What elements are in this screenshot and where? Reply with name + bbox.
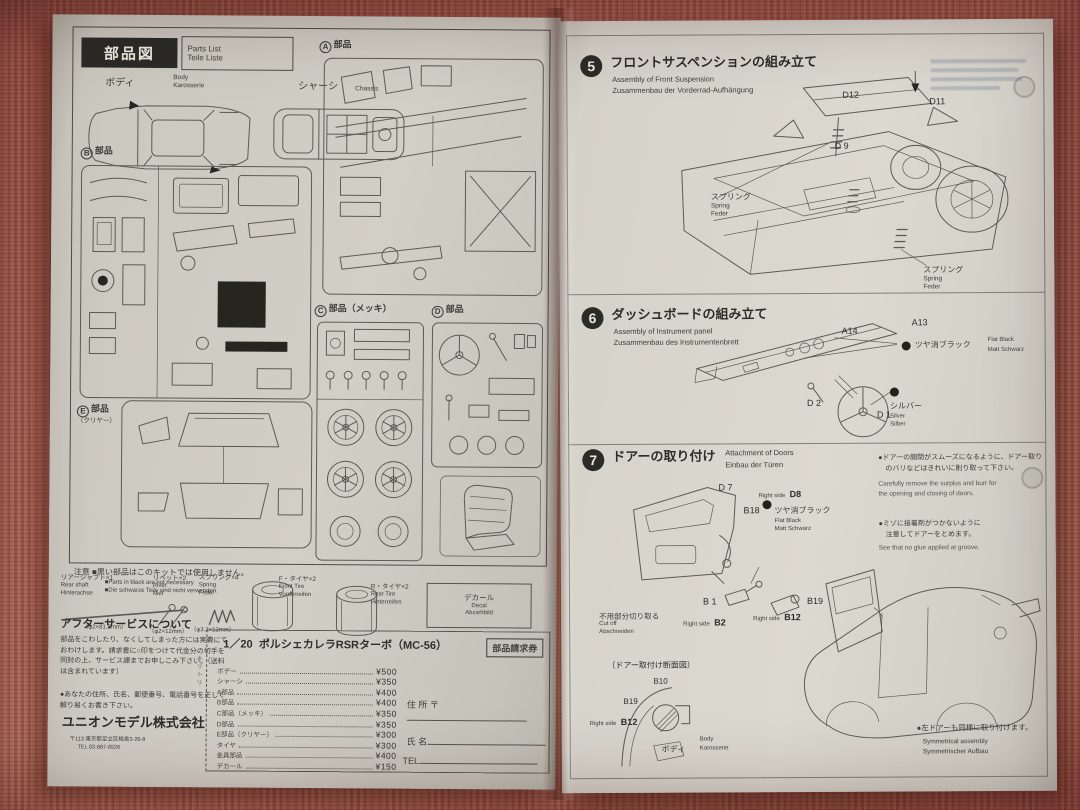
step7-note1: ●ドアーの開閉がスムーズになるように、ドアー取り のバリなどはきれいに削り取って… [878,453,1043,498]
company-name: ユニオンモデル株式会社 [61,714,205,731]
company-tel: TEL 03-887-6526 [77,744,121,751]
after-service-heading: アフターサービスについて [60,618,192,632]
step5-spring-label-right: スプリング Spring Feder [923,265,964,291]
step7-body-jp: ボディ [661,744,686,754]
company-address: 〒113 東京都足立区梅島3-26-8 [69,736,146,743]
parts-list-title-jp: 部品図 [81,37,178,69]
step6-label-a13: A13 [911,317,928,328]
front-tire-labels: F・タイヤ×2 Front Tire Vorderreifen [278,575,316,598]
price-list: ボデー¥500 シャーシ¥350 A部品¥400 B部品¥400 C部品（メッキ… [216,664,397,771]
step7-title-jp: ドアーの取り付け [612,448,716,465]
step7-door-panel-drawing [633,487,736,584]
rivet-drawing [157,603,188,628]
cut-line-label: キリトリ [195,655,202,688]
step7-label-b2: Right side B2 [683,617,726,628]
step6-dashboard-drawing [694,323,898,438]
left-page: 部品図 Parts List Teile Liste ボディ Body Karo… [47,14,561,790]
rear-shaft-labels: リアーシャフト×1 Rear shaft Hinterachse [60,574,114,597]
step7-label-b19b: B19 [623,696,638,706]
step6-flat-black-de: Matt Schwarz [987,346,1025,354]
parts-list-panel: 部品図 Parts List Teile Liste ボディ Body Karo… [68,26,551,567]
spring-part-labels: スプリング×4 Spring Feder [198,574,239,597]
step7-car-body-drawing [803,569,1041,739]
sprue-c-drawing [315,321,425,562]
price-row: E部品（クリヤー）¥300 [216,729,397,740]
front-tire-drawing [251,581,294,632]
step7-label-b10: B10 [653,676,668,686]
step7-title-en: Attachment of Doors [725,448,794,458]
address-field: 住 所 〒 [406,700,549,725]
step5-title-jp: フロントサスペンションの組み立て [610,53,818,71]
step7-symmetry-de: Symmetrischer Aufbau [922,748,989,756]
rivet-labels: リベット×2 Rivet Niet [152,574,187,597]
spring-part-drawing [208,609,236,626]
paint-dot-silver-icon [889,387,899,397]
step5-label-d12: D12 [842,89,859,100]
step5-number: 5 [580,55,603,78]
step5-label-d9: D 9 [834,140,849,151]
paint-dot-flat-black-icon [762,500,772,510]
parts-list-title-de: Teile Liste [187,53,224,63]
seat-part-drawing [439,475,541,557]
step7-flat-black-de: Matt Schwarz [774,525,812,533]
sprue-e-drawing [120,400,313,549]
step5-spring-label-left: スプリング Spring Feder [710,192,751,218]
price-row: C部品（メッキ）¥350 [216,708,397,719]
after-service-note: ●あなたの住所、氏名、郵便番号、電話番号を正しく解り易くお書き下さい。 [59,691,226,710]
step7-label-b1: B 1 [702,596,717,607]
name-field: 氏 名 [407,734,546,749]
step7-body-de: Karosserie [699,745,729,752]
step7-label-b18: B18 [743,505,760,516]
chassis-top-view-drawing [273,108,405,161]
step6-number: 6 [581,307,604,330]
step7-flat-black-en: Flat Black [774,518,801,525]
step7-section-caption: （ドアー取付け断面図） [607,660,695,671]
step7-body-en: Body [699,736,714,743]
sprue-b-drawing [79,164,313,400]
paint-dot-flat-black-icon [901,341,911,351]
body-label-jp: ボディ [105,77,135,89]
step7-title-de: Einbau der Türen [725,460,784,470]
step6-label-d2: D 2 [806,397,822,409]
parts-request-ticket-badge: 部品請求券 [486,638,544,658]
parts-list-title-box: Parts List Teile Liste [181,36,294,71]
step7-label-b12b: Right side B12 [589,716,638,728]
decal-box: デカール Decal Abziehbild [426,582,532,629]
step7-flat-black-jp: ツヤ消ブラック [774,505,831,516]
step6-silver-en: Silver [890,413,906,420]
step7-cross-section-drawing [621,687,691,767]
step6-flat-black-en: Flat Black [987,336,1015,344]
body-label-en-de: Body Karosserie [173,74,205,90]
rear-tire-drawing [335,585,378,636]
step6-label-a14: A14 [841,325,858,336]
step7-label-d7: D 7 [718,482,733,493]
step6-silver-de: Silber [890,421,906,428]
step7-symmetry-jp: ●左ドアーも同様に取り付けます。 [916,722,1033,733]
step5-label-d11: D11 [929,96,946,107]
step7-cut-off-labels: 不用部分切り取る Cut off Abschneiden [599,611,660,635]
sprue-d-drawing [431,322,544,469]
step7-number: 7 [582,449,605,472]
body-top-view-drawing [88,100,251,174]
step6-flat-black-jp: ツヤ消ブラック [914,340,971,350]
tel-field: TEL [402,753,538,768]
order-form-title: 1／20 ポルシェカレラRSRターボ（MC-56） [223,638,448,653]
rear-tire-labels: R・タイヤ×2 Rear Tire Hinterreifen [370,583,409,606]
step7-symmetry-en: Symmetrical assembly [922,738,988,746]
right-page: 5 フロントサスペンションの組み立て Assembly of Front Sus… [557,18,1058,794]
price-row: デカール¥150 [216,761,397,772]
step7-hinge-parts-drawing [724,566,800,616]
step6-silver-jp: シルバー [889,401,923,411]
step6-label-d1: D 1 [877,409,892,420]
sprue-a-drawing [322,57,544,297]
parts-order-form: 1／20 ポルシェカレラRSRターボ（MC-56） 部品請求券 ボデー¥500 … [205,629,551,774]
step5-suspension-drawing [681,70,1009,275]
